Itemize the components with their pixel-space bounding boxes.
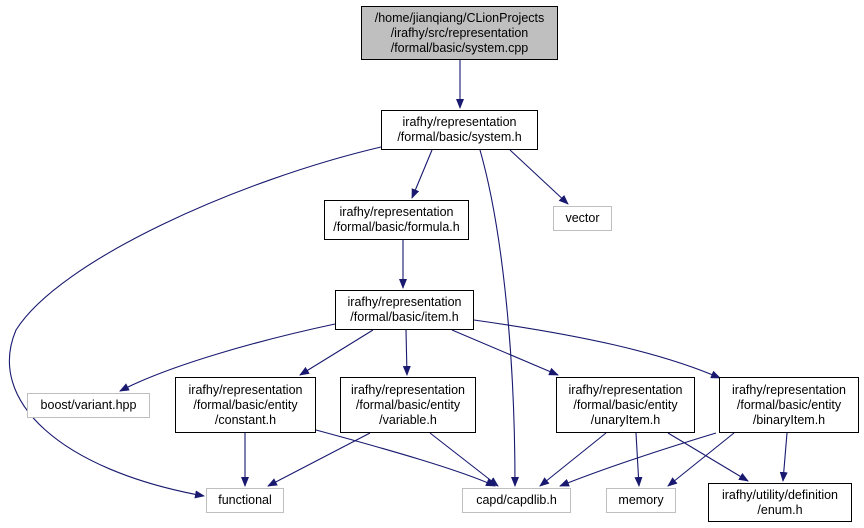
edge-unaryItem_h-to-memory bbox=[634, 432, 643, 487]
edge-item_h-to-variable_h bbox=[402, 329, 411, 376]
node-variable-h[interactable]: irafhy/representation /formal/basic/enti… bbox=[340, 377, 476, 433]
edge-binaryItem_h-to-enum_h bbox=[779, 432, 788, 482]
edge-system_h-to-vector bbox=[509, 149, 569, 205]
edge-variable_h-to-functional bbox=[267, 432, 371, 487]
node-boost-variant: boost/variant.hpp bbox=[27, 393, 150, 418]
node-functional: functional bbox=[206, 488, 284, 513]
node-capdlib-h: capd/capdlib.h bbox=[462, 488, 571, 513]
node-formula-h[interactable]: irafhy/representation /formal/basic/form… bbox=[324, 200, 469, 240]
node-unaryItem-h[interactable]: irafhy/representation /formal/basic/enti… bbox=[556, 377, 695, 433]
node-constant-h[interactable]: irafhy/representation /formal/basic/enti… bbox=[175, 377, 316, 433]
node-binaryItem-h[interactable]: irafhy/representation /formal/basic/enti… bbox=[719, 377, 859, 433]
edge-system_h-to-functional bbox=[8, 146, 382, 499]
edge-item_h-to-constant_h bbox=[299, 329, 374, 376]
edge-item_h-to-binaryItem_h bbox=[473, 319, 721, 379]
node-item-h[interactable]: irafhy/representation /formal/basic/item… bbox=[335, 290, 474, 330]
edge-system_h-to-formula_h bbox=[411, 149, 433, 199]
node-system-h[interactable]: irafhy/representation /formal/basic/syst… bbox=[381, 110, 538, 150]
edge-variable_h-to-capdlib_h bbox=[429, 432, 499, 487]
node-enum-h[interactable]: irafhy/utility/definition /enum.h bbox=[708, 483, 852, 522]
edge-item_h-to-boost_variant bbox=[119, 323, 336, 392]
edge-binaryItem_h-to-capdlib_h bbox=[559, 432, 717, 487]
edge-unaryItem_h-to-capdlib_h bbox=[539, 432, 607, 487]
edge-item_h-to-unaryItem_h bbox=[451, 329, 559, 376]
node-system-cpp[interactable]: /home/jianqiang/CLionProjects /irafhy/sr… bbox=[361, 6, 558, 60]
edge-constant_h-to-capdlib_h bbox=[315, 429, 496, 487]
edge-unaryItem_h-to-enum_h bbox=[667, 432, 749, 482]
node-vector: vector bbox=[553, 206, 612, 231]
edge-layer bbox=[8, 60, 788, 499]
edge-binaryItem_h-to-memory bbox=[667, 432, 735, 487]
edge-system_h-to-capdlib_h bbox=[479, 149, 519, 487]
node-memory: memory bbox=[606, 488, 676, 513]
